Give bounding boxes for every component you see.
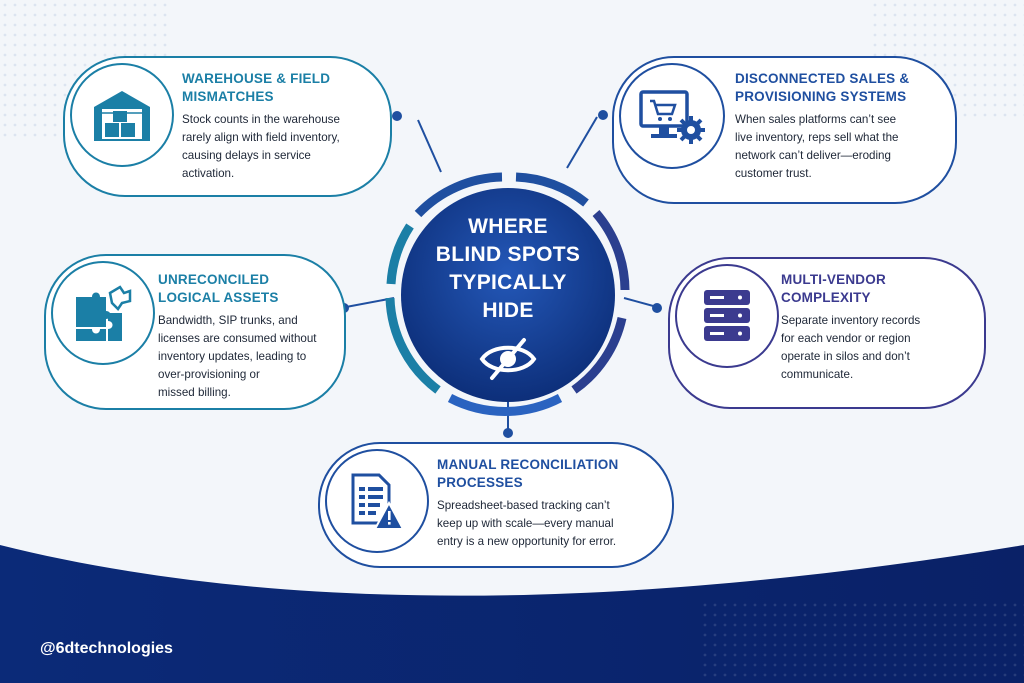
sales-title-line: DISCONNECTED SALES & [735, 71, 910, 86]
sales-title: DISCONNECTED SALES & PROVISIONING SYSTEM… [735, 70, 909, 106]
manual-text-line: entry is a new opportunity for error. [437, 535, 617, 548]
vendor-text-line: for each vendor or region [781, 332, 911, 345]
sales-text-line: customer trust. [735, 167, 812, 180]
puzzle-icon [76, 285, 132, 341]
vendor-text-line: operate in silos and don’t [781, 350, 910, 363]
logical-title: UNRECONCILED LOGICAL ASSETS [158, 271, 279, 307]
manual-text-line: keep up with scale—every manual [437, 517, 614, 530]
document-warning-icon [351, 473, 405, 530]
logical-text-line: missed billing. [158, 386, 231, 399]
eye-slash-icon [479, 338, 537, 380]
manual-description: Spreadsheet-based tracking can’t keep up… [437, 497, 616, 551]
vendor-text-line: Separate inventory records [781, 314, 921, 327]
sales-text-line: network can’t deliver—eroding [735, 149, 891, 162]
brand-handle: @6dtechnologies [40, 640, 173, 657]
vendor-text-line: communicate. [781, 368, 854, 381]
vendor-title-line: COMPLEXITY [781, 290, 871, 305]
vendor-icon-ring [675, 264, 779, 368]
center-title-line: WHERE [468, 215, 548, 238]
manual-text-line: Spreadsheet-based tracking can’t [437, 499, 610, 512]
sales-description: When sales platforms can’t see live inve… [735, 111, 898, 183]
warehouse-text-line: causing delays in service [182, 149, 311, 162]
vendor-title: MULTI-VENDOR COMPLEXITY [781, 271, 886, 307]
computer-cart-gear-icon [639, 90, 705, 144]
sales-text-line: When sales platforms can’t see [735, 113, 897, 126]
center-title-line: TYPICALLY [449, 271, 567, 294]
warehouse-icon [94, 91, 150, 141]
logical-text-line: licenses are consumed without [158, 332, 317, 345]
manual-icon-ring [325, 449, 429, 553]
logical-title-line: UNRECONCILED [158, 272, 270, 287]
logical-text-line: Bandwidth, SIP trunks, and [158, 314, 298, 327]
sales-text-line: live inventory, reps sell what the [735, 131, 899, 144]
center-title-line: BLIND SPOTS [435, 243, 581, 266]
center-title: WHERE BLIND SPOTS TYPICALLY HIDE [420, 213, 596, 325]
warehouse-description: Stock counts in the warehouse rarely ali… [182, 111, 340, 183]
warehouse-icon-ring [70, 63, 174, 167]
sales-icon-ring [619, 63, 725, 169]
manual-title: MANUAL RECONCILIATION PROCESSES [437, 456, 618, 492]
manual-title-line: MANUAL RECONCILIATION [437, 457, 619, 472]
logical-text-line: over-provisioning or [158, 368, 260, 381]
warehouse-title-line: WAREHOUSE & FIELD [182, 71, 331, 86]
manual-title-line: PROCESSES [437, 475, 523, 490]
center-title-line: HIDE [482, 299, 534, 322]
vendor-description: Separate inventory records for each vend… [781, 312, 920, 384]
sales-title-line: PROVISIONING SYSTEMS [735, 89, 907, 104]
warehouse-title: WAREHOUSE & FIELD MISMATCHES [182, 70, 330, 106]
logical-description: Bandwidth, SIP trunks, and licenses are … [158, 312, 317, 402]
vendor-title-line: MULTI-VENDOR [781, 272, 886, 287]
server-stack-icon [704, 290, 750, 341]
warehouse-title-line: MISMATCHES [182, 89, 274, 104]
logical-icon-ring [51, 261, 155, 365]
logical-title-line: LOGICAL ASSETS [158, 290, 279, 305]
logical-text-line: inventory updates, leading to [158, 350, 307, 363]
warehouse-text-line: activation. [182, 167, 235, 180]
warehouse-text-line: rarely align with field inventory, [182, 131, 340, 144]
warehouse-text-line: Stock counts in the warehouse [182, 113, 340, 126]
